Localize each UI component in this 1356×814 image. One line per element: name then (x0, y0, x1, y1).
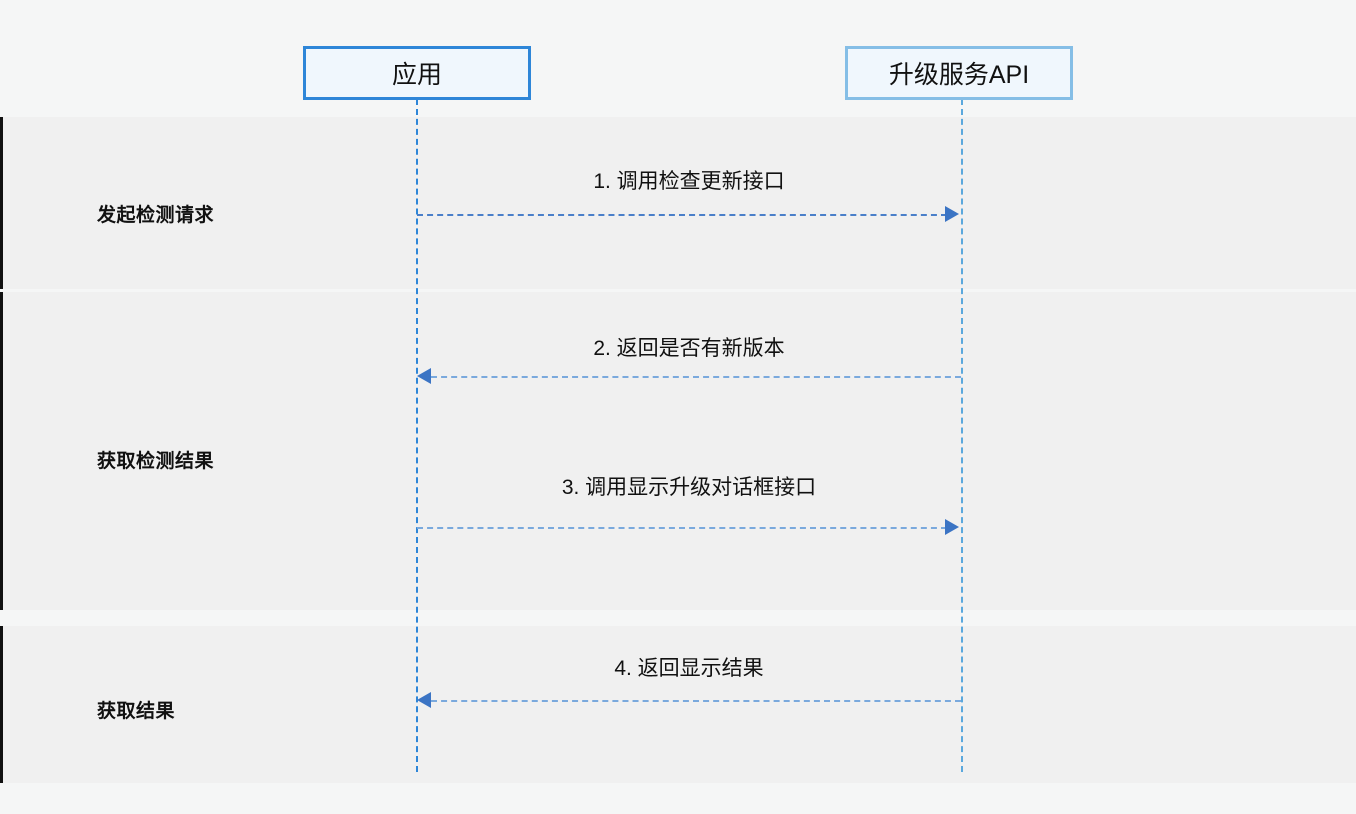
message-line-4 (431, 700, 961, 702)
participant-label-api: 升级服务API (888, 61, 1030, 89)
message-arrowhead-1 (945, 206, 959, 222)
message-label-3: 3. 调用显示升级对话框接口 (561, 476, 817, 499)
group-band-1 (0, 117, 1356, 289)
participant-box-app[interactable]: 应用 (303, 46, 531, 100)
participant-box-api[interactable]: 升级服务API (845, 46, 1073, 100)
message-arrowhead-2 (417, 368, 431, 384)
message-line-1 (417, 214, 947, 216)
participant-label-app: 应用 (391, 61, 442, 89)
group-label-1: 发起检测请求 (97, 205, 215, 226)
message-label-2: 2. 返回是否有新版本 (593, 337, 785, 360)
group-band-2 (0, 292, 1356, 610)
message-label-1: 1. 调用检查更新接口 (593, 170, 785, 193)
group-band-3 (0, 626, 1356, 783)
message-label-4: 4. 返回显示结果 (614, 657, 764, 680)
message-line-3 (417, 527, 947, 529)
group-label-3: 获取结果 (97, 701, 176, 722)
group-label-2: 获取检测结果 (97, 451, 215, 472)
message-line-2 (431, 376, 961, 378)
message-arrowhead-4 (417, 692, 431, 708)
message-arrowhead-3 (945, 519, 959, 535)
group-border-2 (0, 292, 3, 610)
group-border-3 (0, 626, 3, 783)
group-border-1 (0, 117, 3, 289)
lifeline-api (961, 99, 963, 772)
lifeline-app (416, 99, 418, 772)
